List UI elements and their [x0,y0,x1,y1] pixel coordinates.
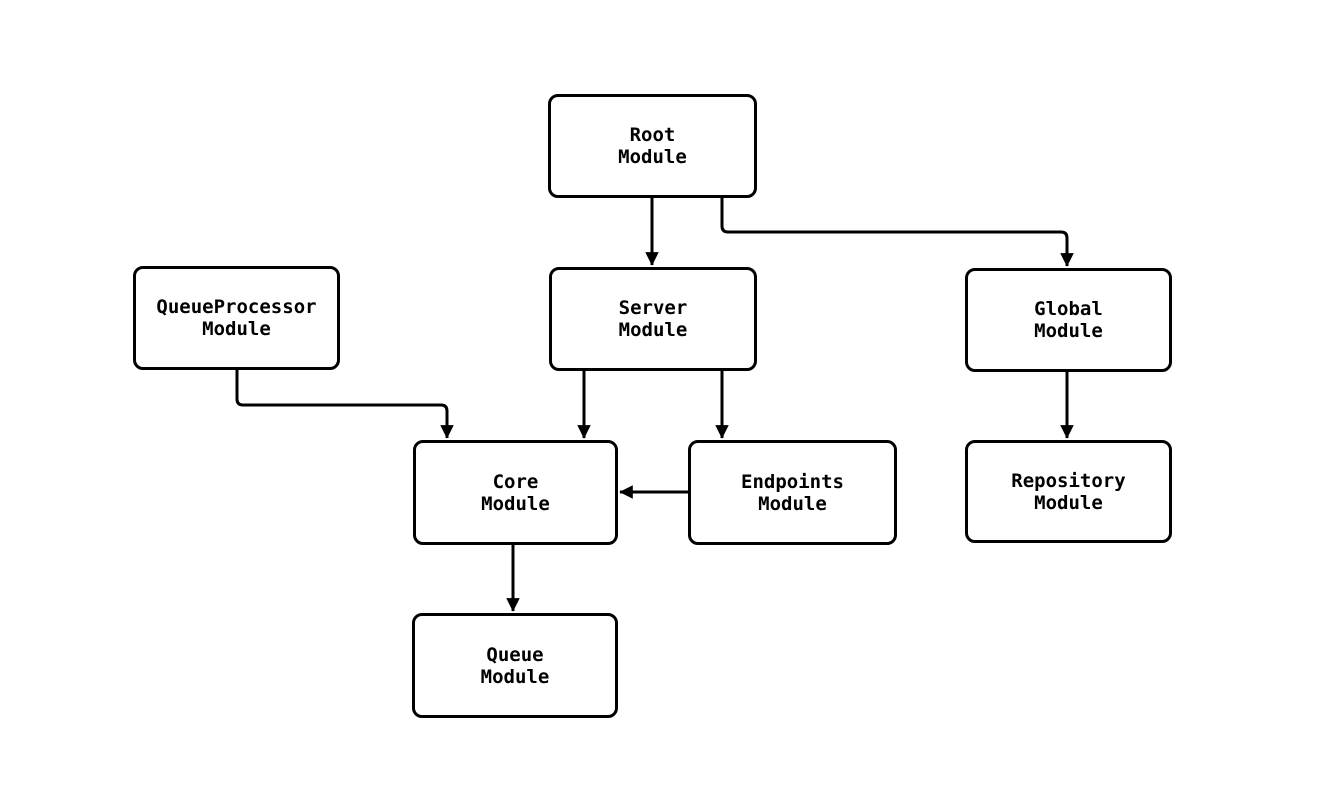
node-server-module-label-line2: Module [618,319,688,341]
node-core-module-label-line1: Core [492,470,539,493]
node-root-module-label-line2: Module [618,146,687,168]
node-server-module: Server Module [549,267,757,371]
node-global-module-label-line1: Global [1034,298,1103,320]
node-repository-module: Repository Module [965,440,1172,543]
node-repository-module-label-line1: Repository [1011,469,1126,492]
node-repository-module-label-line2: Module [1034,491,1103,514]
node-queue-module-label-line1: Queue [486,643,544,666]
node-server-module-label-line1: Server [618,297,688,319]
node-endpoints-module: Endpoints Module [688,440,897,545]
edge-root-module-to-global-module [720,198,1074,267]
node-queue-module-label-line2: Module [480,665,550,688]
node-queueprocessor-module-label-line1: QueueProcessor [156,296,317,318]
node-global-module-label-line2: Module [1034,320,1103,342]
node-endpoints-module-label-line2: Module [758,492,827,515]
node-queueprocessor-module-label-line2: Module [202,318,271,340]
node-queueprocessor-module: QueueProcessor Module [133,266,340,370]
node-root-module-label-line1: Root [629,124,676,146]
node-core-module-label-line2: Module [481,492,550,515]
edge-queueprocessor-module-to-core-module [235,370,454,439]
node-root-module: Root Module [548,94,757,198]
node-global-module: Global Module [965,268,1172,372]
node-queue-module: Queue Module [412,613,618,718]
node-core-module: Core Module [413,440,618,545]
node-endpoints-module-label-line1: Endpoints [741,470,844,493]
